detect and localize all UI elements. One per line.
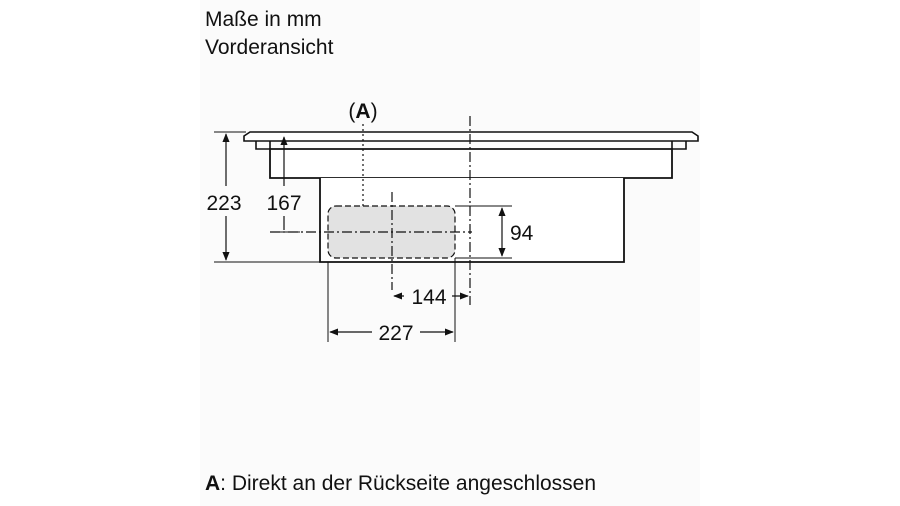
view-label: Vorderansicht: [205, 36, 334, 59]
legend-note: A: Direkt an der Rückseite angeschlossen: [205, 472, 596, 496]
dim-label-167: 167: [266, 192, 301, 215]
dim-label-94: 94: [510, 222, 534, 245]
cooktop-frame: [255, 141, 271, 150]
legend-text: : Direkt an der Rückseite angeschlossen: [220, 472, 597, 495]
dim-label-227: 227: [378, 322, 413, 345]
cooktop-glass-plate: [243, 131, 699, 142]
callout-a: (A): [348, 100, 377, 123]
dim-label-144: 144: [411, 286, 446, 309]
cooktop-frame-right: [671, 141, 687, 150]
diagram-heading: Maße in mm Vorderansicht: [205, 6, 333, 62]
cooktop-body-upper: [269, 148, 673, 179]
dim-label-223: 223: [206, 192, 241, 215]
legend-key: A: [205, 472, 221, 495]
units-label: Maße in mm: [205, 8, 322, 31]
